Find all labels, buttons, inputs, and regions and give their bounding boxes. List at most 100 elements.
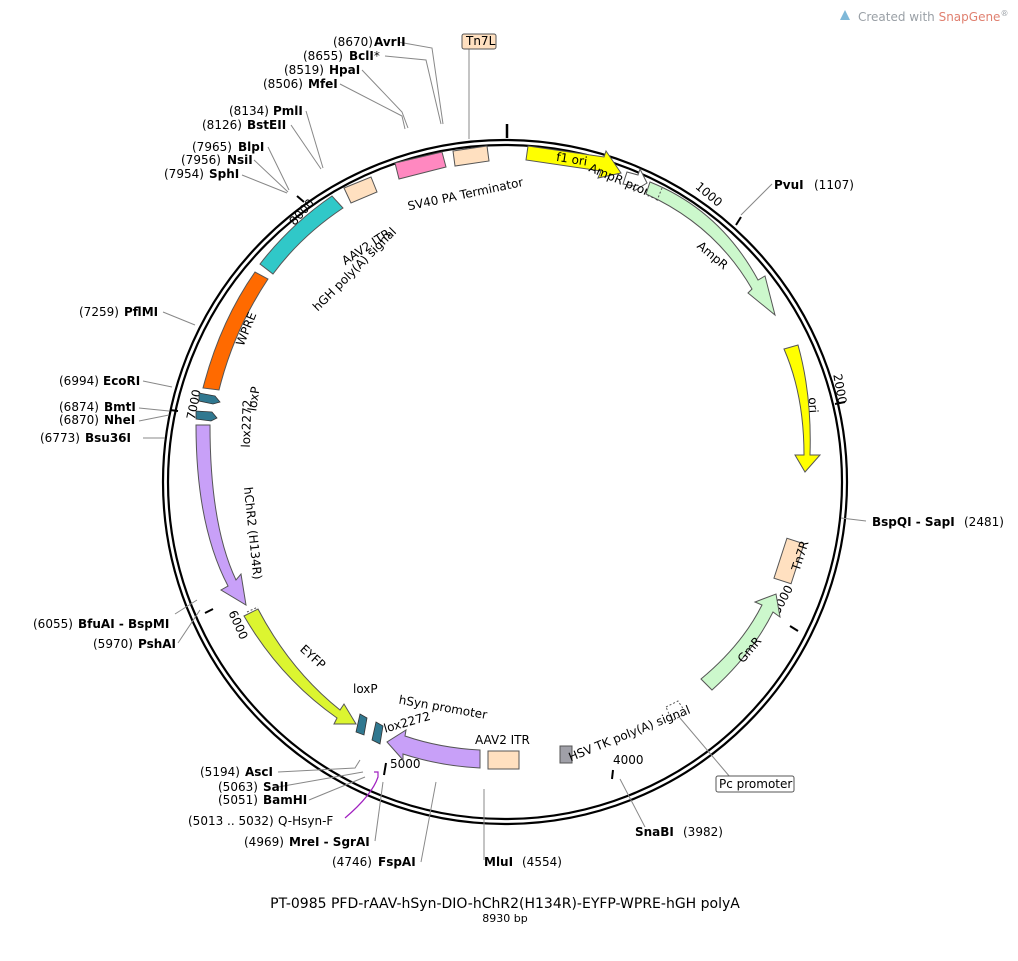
site-sali[interactable]: (5063) SalI — [218, 780, 288, 794]
feature-wpre[interactable]: WPRE — [202, 271, 269, 391]
svg-text:6000: 6000 — [226, 608, 251, 642]
svg-text:(6055): (6055) — [33, 617, 73, 631]
site-asci[interactable]: (5194) AscI — [200, 765, 273, 779]
feature-tn7l[interactable]: Tn7L — [452, 33, 497, 167]
site-bcli[interactable]: (8655) BclI* — [303, 49, 380, 63]
feature-aav2-itr-bottom[interactable]: AAV2 ITR — [475, 733, 530, 770]
plasmid-length: 8930 bp — [482, 912, 527, 925]
feature-pc-promoter[interactable]: Pc promoter — [665, 700, 795, 793]
svg-text:hChR2 (H134R): hChR2 (H134R) — [241, 486, 265, 580]
svg-text:SnaBI: SnaBI — [635, 825, 674, 839]
site-pmli[interactable]: (8134) PmlI — [229, 104, 303, 118]
svg-text:(7956): (7956) — [181, 153, 221, 167]
svg-text:(5194): (5194) — [200, 765, 240, 779]
site-sphi[interactable]: (7954) SphI — [164, 167, 239, 181]
svg-text:MreI - SgrAI: MreI - SgrAI — [289, 835, 370, 849]
svg-text:(6870): (6870) — [59, 413, 99, 427]
svg-text:(7954): (7954) — [164, 167, 204, 181]
svg-text:4000: 4000 — [613, 753, 644, 767]
site-snabi[interactable]: SnaBI (3982) — [635, 825, 723, 839]
svg-text:(4554): (4554) — [522, 855, 562, 869]
site-bmti[interactable]: (6874) BmtI — [59, 400, 136, 414]
svg-text:(3982): (3982) — [683, 825, 723, 839]
svg-text:NheI: NheI — [104, 413, 135, 427]
svg-text:BclI*: BclI* — [349, 49, 380, 63]
site-blpi[interactable]: (7965) BlpI — [192, 140, 264, 154]
svg-text:lox2272: lox2272 — [382, 709, 432, 736]
site-nhei[interactable]: (6870) NheI — [59, 413, 135, 427]
feature-f1-ori[interactable]: f1 ori — [525, 145, 622, 179]
svg-text:Pc promoter: Pc promoter — [719, 777, 792, 791]
svg-text:(6994): (6994) — [59, 374, 99, 388]
svg-text:NsiI: NsiI — [227, 153, 253, 167]
primer-q-hsyn-f[interactable]: (5013 .. 5032) Q-Hsyn-F — [188, 771, 379, 828]
svg-text:(8134): (8134) — [229, 104, 269, 118]
svg-text:(4746): (4746) — [332, 855, 372, 869]
site-avrii[interactable]: (8670) AvrII — [333, 35, 406, 49]
svg-text:BamHI: BamHI — [263, 793, 307, 807]
svg-text:BmtI: BmtI — [104, 400, 136, 414]
svg-text:HpaI: HpaI — [329, 63, 360, 77]
feature-ori[interactable]: ori — [783, 344, 822, 473]
site-mrei-sgrai[interactable]: (4969) MreI - SgrAI — [244, 835, 370, 849]
feature-hgh-polya[interactable]: hGH poly(A) signal — [259, 195, 399, 314]
svg-text:(6773): (6773) — [40, 431, 80, 445]
svg-text:BfuAI - BspMI: BfuAI - BspMI — [78, 617, 169, 631]
svg-text:BlpI: BlpI — [238, 140, 264, 154]
svg-text:SV40 PA Terminator: SV40 PA Terminator — [406, 175, 524, 213]
svg-text:PshAI: PshAI — [138, 637, 176, 651]
svg-text:lox2272: lox2272 — [239, 399, 255, 447]
feature-lox2272-left[interactable]: lox2272 — [195, 399, 255, 448]
feature-gmr[interactable]: GmR — [700, 593, 781, 691]
site-bfuai-bspmi[interactable]: (6055) BfuAI - BspMI — [33, 617, 169, 631]
site-pshai[interactable]: (5970) PshAI — [93, 637, 176, 651]
site-hpai[interactable]: (8519) HpaI — [284, 63, 360, 77]
site-nsii[interactable]: (7956) NsiI — [181, 153, 253, 167]
svg-text:(8519): (8519) — [284, 63, 324, 77]
feature-aav2-itr-top[interactable]: AAV2 ITR — [339, 176, 393, 268]
feature-loxp-left[interactable]: loxP — [198, 386, 263, 412]
svg-text:PflMI: PflMI — [124, 305, 158, 319]
svg-text:(7259): (7259) — [79, 305, 119, 319]
site-bspqi-sapi[interactable]: BspQI - SapI (2481) — [872, 515, 1004, 529]
site-mlui[interactable]: MluI (4554) — [484, 855, 562, 869]
site-fspai[interactable]: (4746) FspAI — [332, 855, 416, 869]
svg-text:PmlI: PmlI — [273, 104, 303, 118]
svg-text:2000: 2000 — [830, 373, 849, 406]
svg-text:(5063): (5063) — [218, 780, 258, 794]
svg-text:(7965): (7965) — [192, 140, 232, 154]
feature-loxp-bottom[interactable]: loxP — [353, 682, 378, 736]
site-bsteii[interactable]: (8126) BstEII — [202, 118, 286, 132]
backbone-inner — [166, 143, 844, 821]
site-pvui[interactable]: PvuI (1107) — [774, 178, 854, 192]
site-ecori[interactable]: (6994) EcoRI — [59, 374, 140, 388]
feature-tn7r[interactable]: Tn7R — [773, 537, 812, 585]
svg-text:loxP: loxP — [353, 682, 378, 696]
svg-text:(8506): (8506) — [263, 77, 303, 91]
site-pflmi[interactable]: (7259) PflMI — [79, 305, 158, 319]
site-bsu36i[interactable]: (6773) Bsu36I — [40, 431, 131, 445]
ring-tick-5000: 5000 — [383, 757, 421, 776]
ring-tick-4000: 4000 — [611, 753, 644, 780]
svg-text:BstEII: BstEII — [247, 118, 286, 132]
feature-hchr2-h134r[interactable]: hChR2 (H134R) — [195, 424, 265, 606]
svg-text:(5051): (5051) — [218, 793, 258, 807]
backbone-outer — [161, 138, 849, 826]
svg-text:EYFP: EYFP — [297, 642, 328, 672]
credit-text: Created with SnapGene® — [858, 9, 1008, 24]
svg-text:(5013 .. 5032): (5013 .. 5032) — [188, 814, 274, 828]
svg-text:AscI: AscI — [245, 765, 273, 779]
site-bamhi[interactable]: (5051) BamHI — [218, 793, 307, 807]
ring-tick-2000: 2000 — [830, 373, 849, 406]
svg-text:PvuI: PvuI — [774, 178, 804, 192]
svg-text:Tn7L: Tn7L — [465, 34, 496, 48]
feature-eyfp[interactable]: EYFP — [243, 606, 357, 725]
svg-text:MluI: MluI — [484, 855, 513, 869]
svg-text:(4969): (4969) — [244, 835, 284, 849]
svg-text:Bsu36I: Bsu36I — [85, 431, 131, 445]
svg-text:(8655): (8655) — [303, 49, 343, 63]
site-mfei[interactable]: (8506) MfeI — [263, 77, 338, 91]
svg-text:5000: 5000 — [390, 757, 421, 771]
svg-text:MfeI: MfeI — [308, 77, 338, 91]
